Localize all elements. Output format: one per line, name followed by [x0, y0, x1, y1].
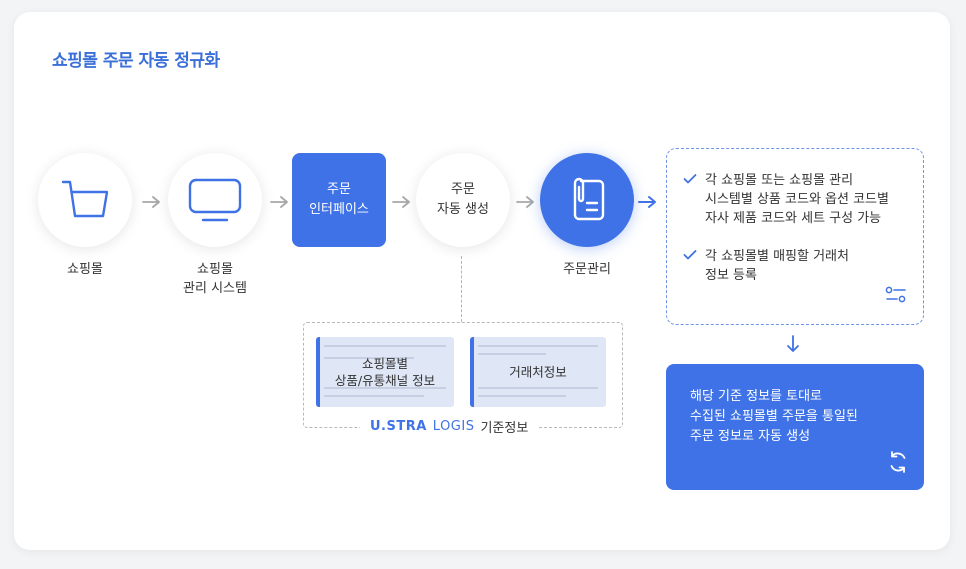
check-icon — [683, 250, 697, 260]
screenshot-partner: 거래처정보 — [470, 337, 606, 407]
checklist-item-text: 각 쇼핑몰별 매핑할 거래처 정보 등록 — [705, 249, 849, 283]
checklist-item: 각 쇼핑몰별 매핑할 거래처 정보 등록 — [683, 247, 849, 285]
monitor-icon — [188, 178, 242, 222]
result-box: 해당 기준 정보를 토대로 수집된 쇼핑몰별 주문을 통일된 주문 정보로 자동… — [666, 364, 924, 490]
brand-logo-light: LOGIS — [432, 418, 475, 434]
brand-caption: U.STRA LOGIS 기준정보 — [360, 416, 539, 436]
checklist-box: 각 쇼핑몰 또는 쇼핑몰 관리 시스템별 상품 코드와 옵션 코드별 자사 제품… — [666, 148, 924, 325]
document-clip-icon — [573, 177, 605, 221]
flow-arrow-blue — [638, 196, 656, 208]
page-title: 쇼핑몰 주문 자동 정규화 — [52, 51, 220, 71]
order-interface-line2: 인터페이스 — [309, 202, 369, 217]
flow-arrow — [516, 196, 534, 208]
screen2-label: 거래처정보 — [509, 364, 567, 380]
shop-admin-label: 쇼핑몰 관리 시스템 — [160, 260, 270, 298]
order-mgmt-label: 주문관리 — [563, 262, 611, 277]
connector-line — [461, 256, 462, 322]
flow-arrow — [142, 196, 160, 208]
screenshot-product-channel: 쇼핑몰별 상품/유통채널 정보 — [316, 337, 454, 407]
shop-label: 쇼핑몰 — [67, 262, 103, 277]
settings-sliders-icon — [885, 286, 906, 303]
order-interface-line1: 주문 — [327, 182, 351, 197]
screen1-line1: 쇼핑몰별 — [361, 356, 408, 371]
flow-arrow — [270, 196, 288, 208]
auto-create-node: 주문 자동 생성 — [416, 153, 510, 247]
shop-admin-label-line1: 쇼핑몰 — [197, 262, 233, 277]
order-interface-node: 주문 인터페이스 — [292, 153, 386, 247]
base-info-caption: 기준정보 — [480, 420, 529, 436]
result-text: 해당 기준 정보를 토대로 수집된 쇼핑몰별 주문을 통일된 주문 정보로 자동… — [690, 389, 858, 444]
checklist-item-text: 각 쇼핑몰 또는 쇼핑몰 관리 시스템별 상품 코드와 옵션 코드별 자사 제품… — [705, 173, 889, 226]
brand-logo-bold: U.STRA — [370, 418, 427, 434]
cart-icon — [61, 180, 109, 218]
check-icon — [683, 174, 697, 184]
flow-arrow — [392, 196, 410, 208]
shop-node — [38, 153, 132, 247]
screen1-line2: 상품/유통채널 정보 — [334, 373, 436, 388]
auto-create-line2: 자동 생성 — [437, 202, 489, 217]
shop-admin-node — [168, 153, 262, 247]
shop-admin-label-line2: 관리 시스템 — [183, 281, 247, 296]
down-arrow — [787, 335, 799, 352]
order-mgmt-node — [540, 153, 634, 247]
auto-create-line1: 주문 — [451, 182, 475, 197]
refresh-icon — [890, 451, 906, 473]
checklist-item: 각 쇼핑몰 또는 쇼핑몰 관리 시스템별 상품 코드와 옵션 코드별 자사 제품… — [683, 171, 889, 228]
